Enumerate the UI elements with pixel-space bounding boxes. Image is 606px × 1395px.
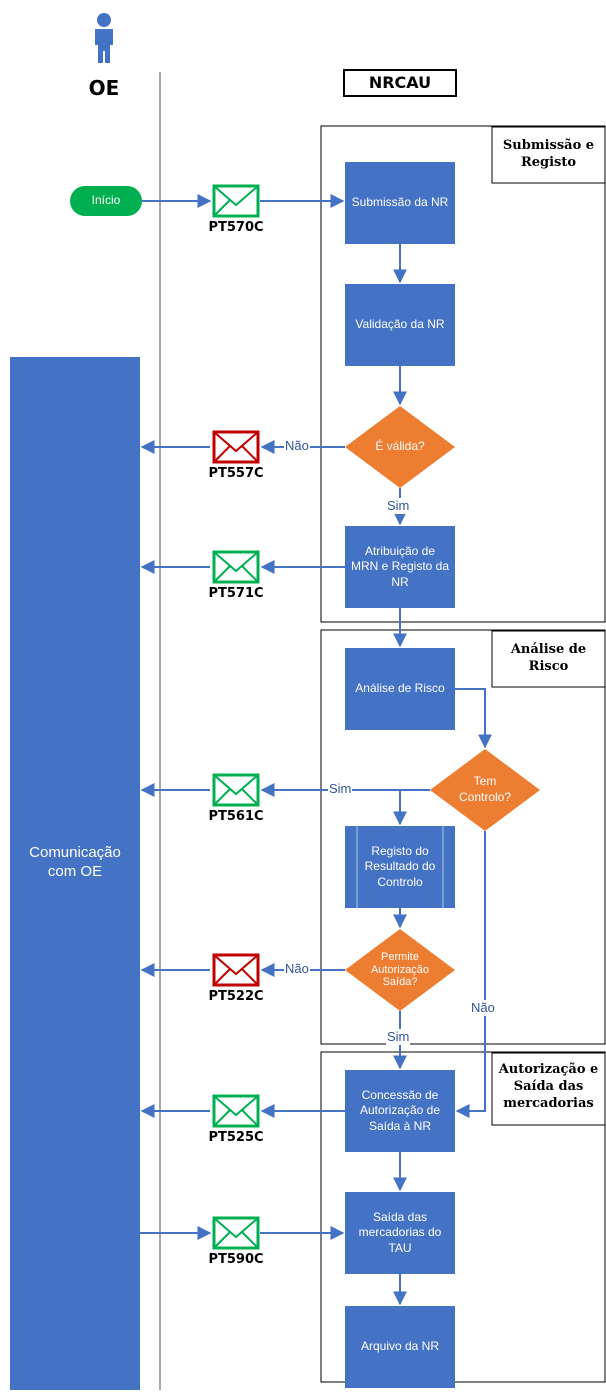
section-title-submissao: Submissão e Registo: [502, 138, 595, 170]
person-icon: [95, 13, 113, 63]
edge-label-nao-permite: Não: [284, 961, 310, 978]
section-title-analise: Análise de Risco: [510, 642, 587, 674]
process-arquivo: [345, 1306, 455, 1388]
decision-permite-label: Permite Autorização Saída?: [370, 951, 430, 989]
edge-controlo-concessao: [455, 831, 486, 1118]
section-frame-analise: [320, 629, 606, 1045]
envelope-icon-557: [212, 430, 260, 464]
decision-valida: [345, 406, 455, 488]
decision-permite: [345, 929, 455, 1011]
section-frame-submissao: [320, 125, 606, 623]
envelope-icon-561: [212, 773, 260, 807]
decision-controlo-label: Tem Controlo?: [458, 774, 512, 804]
edge-label-nao-valida: Não: [284, 438, 310, 455]
comm-box: [10, 357, 140, 1390]
envelope-icon-590: [212, 1216, 260, 1250]
message-label-570: PT570C: [208, 220, 264, 235]
section-frame-autorizacao: [320, 1051, 606, 1383]
edge-label-nao-controlo: Não: [470, 1000, 496, 1017]
message-label-590: PT590C: [208, 1252, 264, 1267]
section-title-box-3: [491, 1052, 606, 1126]
process-submissao: [345, 162, 455, 244]
message-label-522: PT522C: [208, 989, 264, 1004]
envelope-icon-522: [212, 953, 260, 987]
process-saida: [345, 1192, 455, 1274]
envelope-icon-570: [212, 184, 260, 218]
system-header-box: [343, 69, 457, 97]
message-label-557: PT557C: [208, 466, 264, 481]
message-label-525: PT525C: [208, 1130, 264, 1145]
section-title-autorizacao: Autorização e Saída das mercadorias: [498, 1062, 599, 1111]
process-registo-label: Registo do Resultado do Controlo: [364, 843, 436, 889]
edge-label-sim-controlo: Sim: [328, 781, 353, 798]
comm-label: Comunicação com OE: [29, 843, 121, 881]
message-label-561: PT561C: [208, 809, 264, 824]
envelope-icon-571: [212, 550, 260, 584]
actor-label: OE: [88, 76, 120, 100]
process-validacao-label: Validação da NR: [355, 317, 445, 332]
edge-analise-controlo: [455, 688, 492, 749]
process-saida-label: Saída das mercadorias do TAU: [358, 1209, 442, 1255]
process-analise: [345, 648, 455, 730]
edge-label-sim-permite: Sim: [386, 1029, 411, 1046]
process-arquivo-label: Arquivo da NR: [360, 1339, 440, 1354]
system-label: NRCAU: [368, 73, 432, 92]
edge-label-sim-valida: Sim: [386, 498, 411, 515]
decision-valida-label: É válida?: [375, 439, 425, 454]
envelope-icon-525: [212, 1094, 260, 1128]
process-validacao: [345, 284, 455, 366]
process-concessao-label: Concessão de Autorização de Saída à NR: [359, 1087, 441, 1133]
process-atribuicao: [345, 526, 455, 608]
section-title-box-1: [491, 126, 606, 184]
start-terminator: [70, 186, 142, 216]
message-label-571: PT571C: [208, 586, 264, 601]
start-label: Início: [91, 193, 121, 208]
decision-controlo: [430, 749, 540, 831]
section-title-box-2: [491, 630, 606, 688]
process-submissao-label: Submissão da NR: [351, 195, 449, 210]
process-analise-label: Análise de Risco: [355, 681, 445, 696]
process-concessao: [345, 1070, 455, 1152]
process-atribuicao-label: Atribuição de MRN e Registo da NR: [350, 543, 450, 589]
process-registo: [345, 826, 455, 908]
